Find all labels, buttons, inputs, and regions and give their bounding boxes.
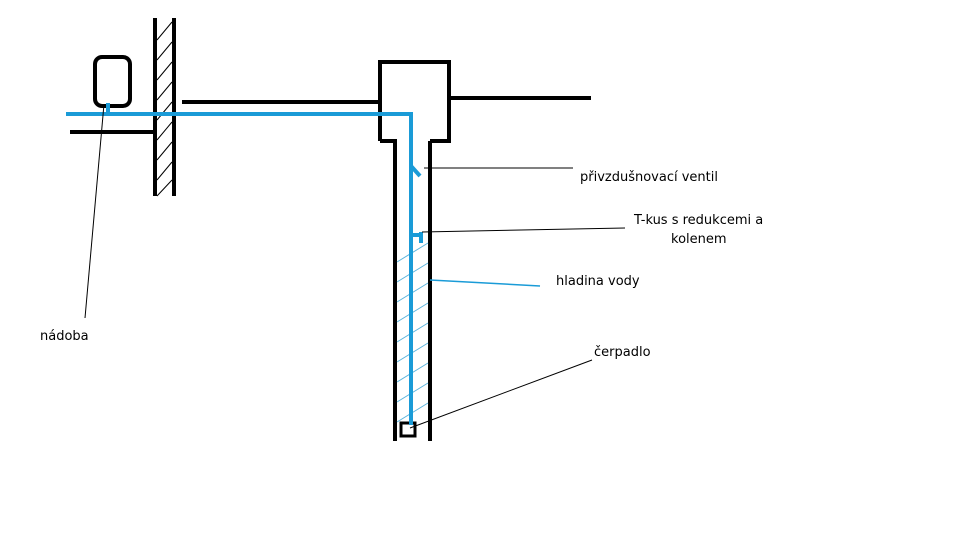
air-valve-stub bbox=[409, 164, 422, 178]
pipe-structure bbox=[70, 60, 591, 441]
label-pump: čerpadlo bbox=[594, 345, 651, 360]
label-container: nádoba bbox=[40, 329, 89, 344]
leader-pump bbox=[409, 359, 593, 429]
wall bbox=[153, 18, 176, 197]
container-vessel bbox=[93, 55, 132, 108]
label-water-level: hladina vody bbox=[556, 274, 640, 289]
label-t-piece-line1: T-kus s redukcemi a bbox=[633, 213, 763, 228]
label-air-valve: přivzdušnovací ventil bbox=[580, 170, 718, 185]
leader-lines bbox=[84, 103, 626, 429]
pump-body bbox=[399, 421, 417, 438]
leader-container bbox=[84, 103, 105, 319]
t-piece-housing bbox=[378, 60, 451, 143]
leader-t-piece bbox=[421, 227, 626, 233]
leader-water-level bbox=[429, 279, 541, 287]
water-pipe bbox=[66, 103, 423, 425]
water-pipe-main bbox=[66, 112, 413, 425]
wall-hatching bbox=[156, 21, 173, 197]
label-t-piece-line2: kolenem bbox=[671, 232, 727, 247]
